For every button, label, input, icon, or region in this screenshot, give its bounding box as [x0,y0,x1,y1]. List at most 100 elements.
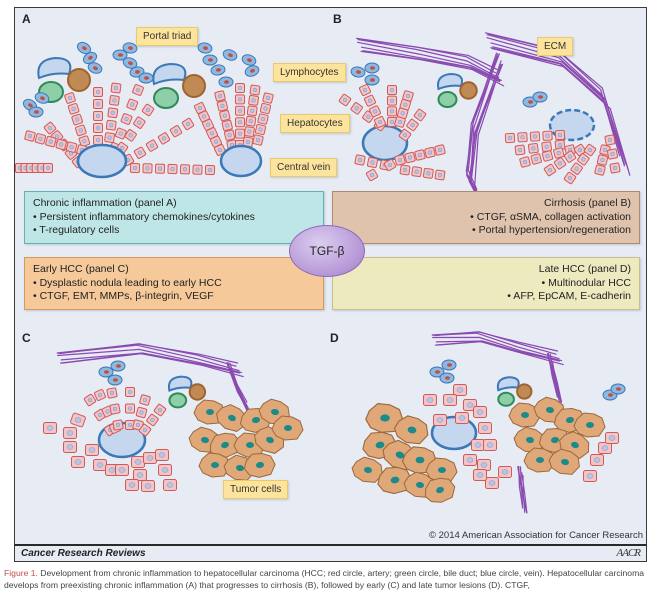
stage-bullet: • Portal hypertension/regeneration [472,224,631,236]
hepatocyte-nucleus [557,161,563,166]
hepatocyte [543,163,557,177]
hepatocyte-nucleus [357,157,363,163]
collagen-fiber [230,370,253,417]
hepatocyte-nucleus [245,139,251,145]
hepatocyte [107,107,119,119]
hepatocyte [485,477,499,489]
lymphocyte-nucleus [40,96,45,101]
collagen-fiber [490,42,625,165]
hepatocyte [424,146,436,159]
tumor-cell-nucleus [256,461,264,469]
hepatocyte [248,95,259,106]
hepatocyte-nucleus [135,422,141,428]
hepatocyte [463,399,477,411]
tumor-cell [365,402,404,434]
stage-box-chronic-inflammation: Chronic inflammation (panel A) • Persist… [24,191,324,244]
lymphocyte [107,374,123,386]
hepatocyte-nucleus [488,480,496,486]
hepatocyte-nucleus [27,133,33,139]
hepatocyte [133,116,146,129]
hepatocyte [242,136,254,148]
hepatocyte-nucleus [377,119,383,125]
hepatocyte [399,164,411,176]
hepatocyte [93,99,103,109]
label-portal-triad: Portal triad [136,27,199,46]
lymphocyte [34,92,50,104]
lymphocyte-nucleus [370,66,375,70]
hepatocyte [254,123,267,136]
hepatocyte-nucleus [557,142,563,148]
lymphocyte [138,72,154,84]
hepatocyte [477,459,491,471]
lymphocyte-nucleus [128,46,133,50]
hepatocyte [257,113,269,125]
hepatocyte [262,92,274,104]
stage-title: Late HCC (panel D) [538,263,631,275]
hepatocyte-nucleus [474,442,482,448]
lymphocyte-nucleus [104,370,109,374]
hepatocyte-nucleus [217,147,223,153]
hepatocyte [93,111,103,121]
hepatocyte [93,135,103,145]
tumor-cell-nucleus [395,451,405,459]
stage-bullet: • CTGF, αSMA, collagen activation [470,210,631,223]
tumor-cell-nucleus [566,416,574,424]
hepatocyte-nucleus [142,427,148,433]
hepatocyte-nucleus [476,409,484,415]
hepatocyte-nucleus [557,132,563,138]
hepatocyte [125,403,135,414]
collagen-fiber [435,340,564,366]
hepatocyte [453,384,467,396]
hepatocyte-nucleus [182,167,188,172]
hepatocyte [252,134,264,146]
tumor-cell-nucleus [416,481,424,489]
tumor-cell [548,448,580,475]
hepatocyte [55,138,67,151]
journal-bar: Cancer Research Reviews AACR [14,544,647,562]
hepatocyte-nucleus [74,417,82,423]
hepatocyte [374,116,386,128]
hepatocyte-nucleus [466,402,474,408]
hepatocyte [94,389,106,401]
hepatocyte-nucleus [128,482,136,488]
hepatocyte-nucleus [209,131,215,136]
tumor-cell-nucleus [526,436,534,444]
hepatocyte [414,149,426,161]
lymphocyte-nucleus [608,393,613,397]
tumor-cell-nucleus [586,422,594,428]
hepatocyte [369,105,381,118]
stage-bullet: • AFP, EpCAM, E-cadherin [507,290,631,302]
hepatocyte-nucleus [387,162,393,168]
hepatocyte-nucleus [142,397,148,403]
hepatocyte-nucleus [237,85,243,91]
stage-bullet: • T-regulatory cells [33,224,120,236]
hepatocyte-nucleus [157,166,163,171]
hepatocyte [245,115,257,127]
hepatocyte [583,470,597,482]
stage-bullet: • Persistent inflammatory chemokines/cyt… [33,210,255,223]
hepatocyte [463,454,477,466]
portal-vein [496,376,520,392]
hepatocyte-nucleus [507,135,513,141]
hepatocyte [24,130,36,142]
tumor-cell [393,415,429,445]
hepatocyte-nucleus [574,166,579,171]
hepatocyte [604,134,616,146]
lymphocyte [244,65,260,77]
hepatocyte [132,84,144,96]
hepatocyte-nucleus [205,122,211,127]
collagen-fiber [358,38,497,74]
hepatocyte-nucleus [547,167,553,173]
stage-title: Early HCC (panel C) [33,263,129,275]
hepatic-artery [516,383,533,400]
hepatocyte [45,135,57,148]
hepatocyte [141,480,155,492]
hepatocyte [434,169,446,181]
lymphocyte-nucleus [224,80,229,84]
portal-vein [167,375,193,392]
hepatocyte-nucleus [389,87,395,93]
hepatocyte-nucleus [195,167,200,172]
lymphocyte [532,91,548,103]
hepatocyte [112,419,124,431]
hepatocyte-nucleus [372,109,378,114]
